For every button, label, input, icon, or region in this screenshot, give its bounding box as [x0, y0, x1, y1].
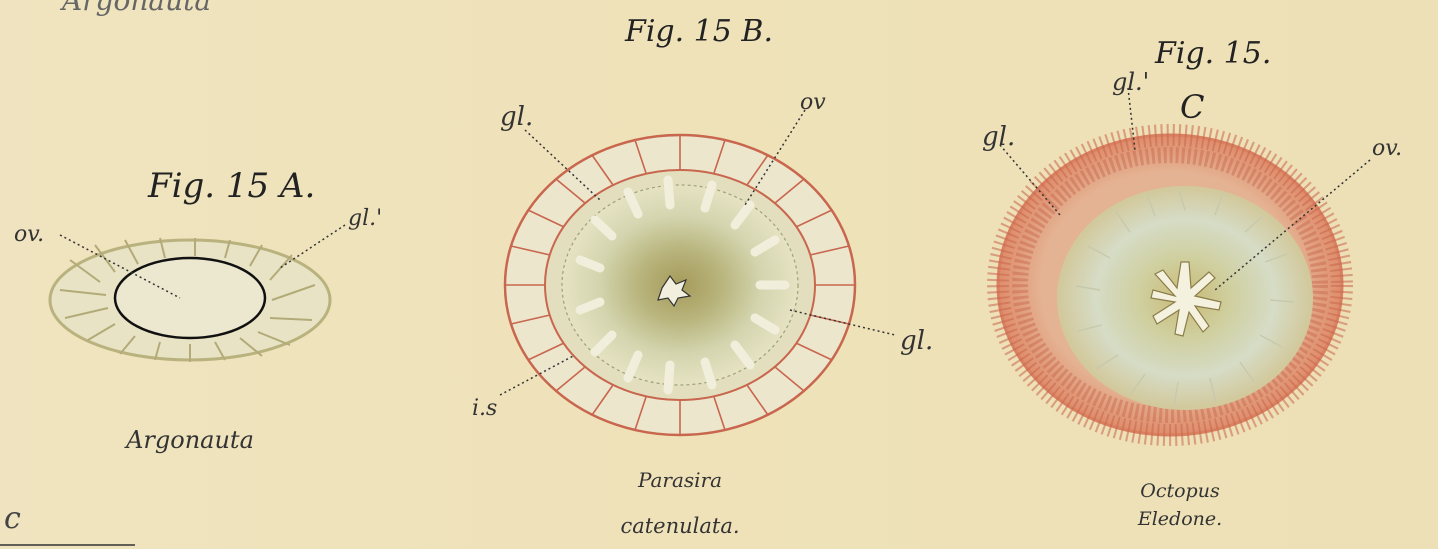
fig-15a-heading: Fig. 15 A. [148, 166, 315, 206]
label-b-ov: ov [800, 90, 826, 115]
figure-b-parasira [500, 110, 895, 435]
label-a-gl: gl.' [348, 206, 382, 231]
figure-c-octopus [998, 88, 1370, 435]
caption-argonauta: Argonauta [115, 426, 265, 454]
label-c-gl-prime: gl.' [1112, 68, 1149, 96]
caption-parasira-1: Parasira [590, 468, 770, 492]
label-c-gl: gl. [982, 122, 1015, 152]
figure-a-argonauta [50, 225, 345, 362]
fig-15c-heading: Fig. 15. [1155, 36, 1271, 71]
caption-octopus-2: Eledone. [1105, 508, 1255, 530]
label-b-gl-right: gl. [900, 326, 933, 356]
svg-text:c: c [4, 501, 21, 536]
label-b-is: i.s [472, 396, 497, 421]
caption-octopus-1: Octopus [1105, 480, 1255, 502]
label-a-ov: ov. [14, 222, 44, 247]
label-b-gl: gl. [500, 102, 533, 132]
top-left-heading-fragment: Argonauta [62, 0, 211, 17]
caption-parasira-2: catenulata. [580, 514, 780, 538]
fig-15c-letter: C [1180, 88, 1204, 126]
fig-15b-heading: Fig. 15 B. [625, 14, 773, 49]
label-c-ov: ov. [1372, 136, 1402, 161]
